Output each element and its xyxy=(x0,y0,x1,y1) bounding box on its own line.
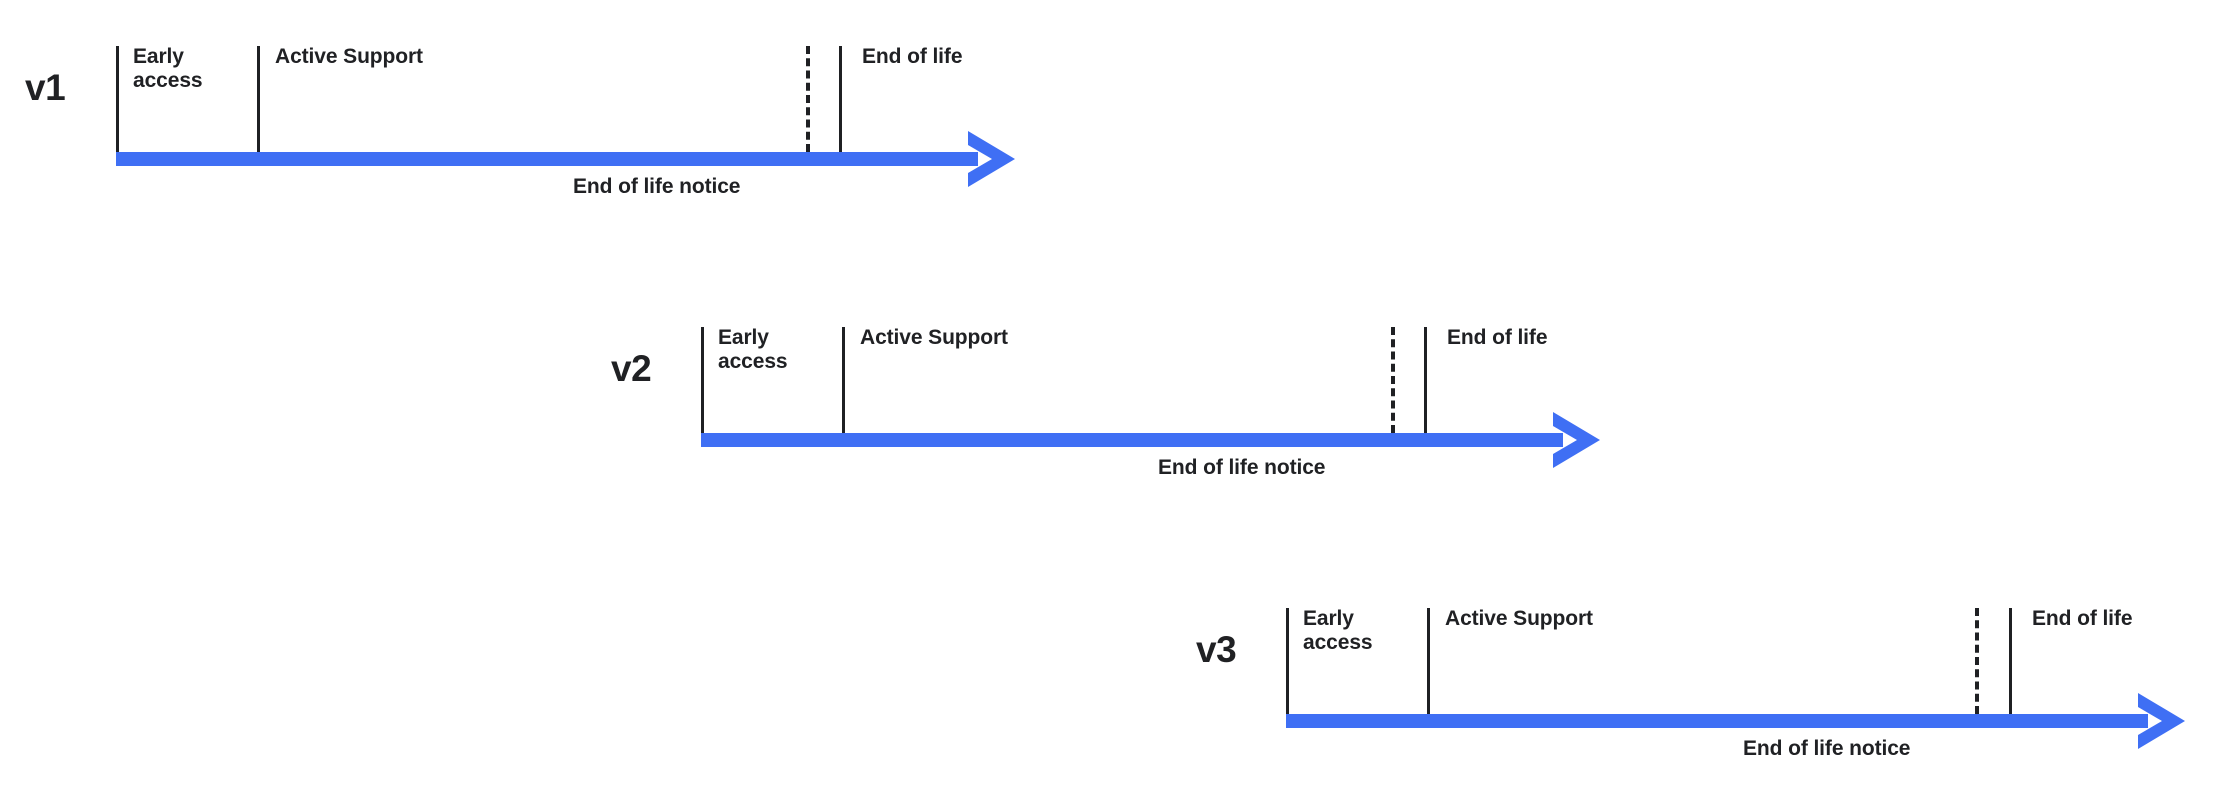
phase-label-active-support-v1: Active Support xyxy=(275,45,423,68)
end-of-life-notice-label-v1: End of life notice xyxy=(573,175,741,198)
phase-divider-active-support-v1 xyxy=(257,46,260,152)
lifecycle-track-v1 xyxy=(116,152,978,166)
phase-divider-notice-v2 xyxy=(1391,327,1395,433)
phase-divider-active-support-v3 xyxy=(1427,608,1430,714)
lifecycle-track-v3 xyxy=(1286,714,2148,728)
phase-label-end-of-life-v1: End of life xyxy=(862,45,963,68)
phase-divider-notice-v3 xyxy=(1975,608,1979,714)
phase-label-early-access-v1: Early access xyxy=(133,45,203,92)
version-label-v1: v1 xyxy=(25,67,66,108)
phase-divider-notice-v1 xyxy=(806,46,810,152)
phase-label-active-support-v3: Active Support xyxy=(1445,607,1593,630)
phase-divider-end-of-life-v2 xyxy=(1424,327,1427,433)
phase-divider-end-of-life-v3 xyxy=(2009,608,2012,714)
timeline-row-v1: v1 Early access Active Support End of li… xyxy=(0,0,2228,220)
phase-divider-start-v2 xyxy=(701,327,704,433)
end-of-life-notice-label-v3: End of life notice xyxy=(1743,737,1911,760)
phase-label-active-support-v2: Active Support xyxy=(860,326,1008,349)
phase-divider-start-v3 xyxy=(1286,608,1289,714)
version-label-v3: v3 xyxy=(1196,629,1237,670)
phase-label-early-access-v2: Early access xyxy=(718,326,788,373)
phase-divider-end-of-life-v1 xyxy=(839,46,842,152)
version-label-v2: v2 xyxy=(611,348,652,389)
phase-divider-start-v1 xyxy=(116,46,119,152)
timeline-row-v2: v2 Early access Active Support End of li… xyxy=(0,281,2228,501)
phase-divider-active-support-v2 xyxy=(842,327,845,433)
phase-label-end-of-life-v3: End of life xyxy=(2032,607,2133,630)
phase-label-end-of-life-v2: End of life xyxy=(1447,326,1548,349)
lifecycle-track-v2 xyxy=(701,433,1563,447)
timeline-row-v3: v3 Early access Active Support End of li… xyxy=(0,562,2228,782)
phase-label-early-access-v3: Early access xyxy=(1303,607,1373,654)
end-of-life-notice-label-v2: End of life notice xyxy=(1158,456,1326,479)
